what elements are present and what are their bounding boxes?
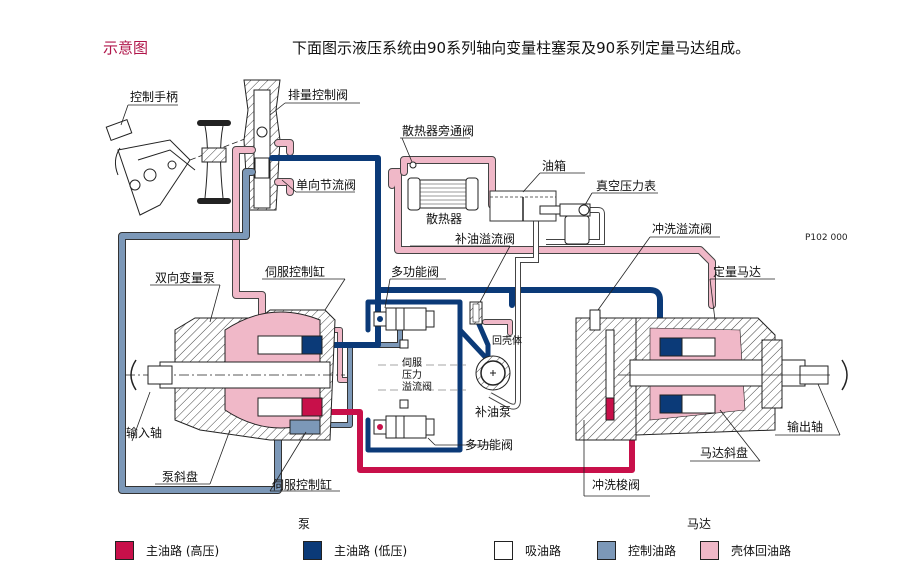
legend-swatch bbox=[597, 540, 616, 560]
spring-spool bbox=[197, 120, 231, 204]
label-servo-relief-2: 压力 bbox=[402, 370, 422, 381]
label-radiator: 散热器 bbox=[426, 212, 463, 226]
label-displacement-control-valve: 排量控制阀 bbox=[288, 88, 349, 102]
label-motor-swashplate: 马达斜盘 bbox=[700, 446, 749, 460]
multifunction-valve-upper bbox=[373, 307, 435, 331]
fixed-motor-body bbox=[575, 309, 848, 441]
filter-vacuum-gauge bbox=[559, 203, 591, 245]
legend-label: 吸油路 bbox=[525, 543, 562, 558]
label-servo-cylinder-bottom: 伺服控制缸 bbox=[272, 478, 333, 492]
label-servo-cylinder-top: 伺服控制缸 bbox=[265, 265, 326, 279]
label-vacuum-gauge: 真空压力表 bbox=[596, 179, 657, 193]
label-return-to-case: 回壳体 bbox=[492, 336, 522, 347]
label-oil-tank: 油箱 bbox=[542, 159, 567, 173]
label-flush-shuttle-valve: 冲洗梭阀 bbox=[592, 478, 641, 492]
label-charge-pump: 补油泵 bbox=[475, 405, 512, 419]
label-radiator-bypass-valve: 散热器旁通阀 bbox=[402, 124, 475, 138]
oil-tank bbox=[489, 190, 561, 222]
legend-label: 控制油路 bbox=[628, 543, 677, 558]
charge-relief-valve bbox=[469, 301, 483, 325]
low-pressure-lines bbox=[269, 155, 663, 453]
legend-label: 主油路 (低压) bbox=[334, 543, 408, 558]
legend-swatch bbox=[494, 540, 513, 560]
variable-pump-body bbox=[125, 309, 345, 441]
label-control-handle: 控制手柄 bbox=[130, 90, 179, 104]
label-pump-swashplate: 泵斜盘 bbox=[162, 470, 199, 484]
label-fixed-motor: 定量马达 bbox=[713, 265, 762, 279]
legend-swatch bbox=[303, 540, 322, 560]
control-handle-assembly bbox=[105, 119, 256, 216]
label-servo-relief-3: 溢流阀 bbox=[402, 382, 432, 393]
label-multifunction-valve-top: 多功能阀 bbox=[391, 265, 440, 279]
multifunction-valve-lower bbox=[373, 415, 435, 439]
case-drain-lines bbox=[232, 139, 716, 383]
label-servo-relief-1: 伺服 bbox=[402, 358, 422, 369]
legend-label: 主油路 (高压) bbox=[146, 543, 220, 558]
radiator bbox=[407, 161, 479, 211]
charge-pump bbox=[475, 355, 511, 391]
legend-item-control: 控制油路 bbox=[597, 539, 676, 561]
legend-item-low-pressure: 主油路 (低压) bbox=[303, 539, 407, 561]
label-multifunction-valve-bottom: 多功能阀 bbox=[465, 438, 514, 452]
servo-relief-valves bbox=[378, 339, 466, 409]
legend-swatch bbox=[700, 540, 719, 560]
legend-label: 壳体回油路 bbox=[731, 543, 792, 558]
legend-heading-pump: 泵 bbox=[298, 517, 311, 531]
diagram-caption: 下面图示液压系统由90系列轴向变量柱塞泵及90系列定量马达组成。 bbox=[292, 39, 751, 57]
displacement-control-valve bbox=[243, 79, 281, 211]
label-flush-relief-valve: 冲洗溢流阀 bbox=[652, 222, 713, 236]
section-label: 示意图 bbox=[103, 39, 149, 57]
label-output-shaft: 输出轴 bbox=[787, 420, 824, 434]
legend-heading-motor: 马达 bbox=[687, 517, 712, 531]
legend-swatch bbox=[115, 540, 134, 560]
leader-lines bbox=[120, 102, 841, 497]
legend-item-high-pressure: 主油路 (高压) bbox=[115, 539, 219, 561]
legend-item-suction: 吸油路 bbox=[494, 539, 561, 561]
suction-lines bbox=[488, 207, 605, 410]
label-input-shaft: 输入轴 bbox=[126, 426, 163, 440]
label-charge-relief-valve: 补油溢流阀 bbox=[455, 232, 516, 246]
label-one-way-throttle-valve: 单向节流阀 bbox=[296, 178, 357, 192]
figure-code: P102 000 bbox=[805, 233, 848, 243]
label-bidirectional-variable-pump: 双向变量泵 bbox=[155, 271, 216, 285]
legend-item-case-drain: 壳体回油路 bbox=[700, 539, 791, 561]
